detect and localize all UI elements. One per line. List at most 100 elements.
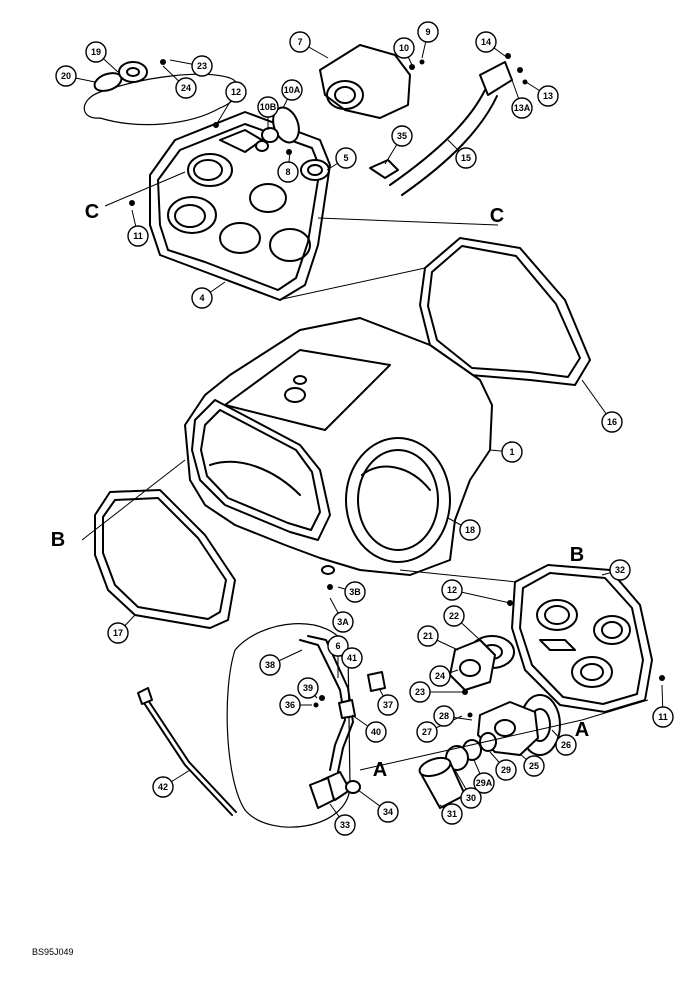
callout-circle <box>417 625 439 647</box>
callout-label: 36 <box>285 700 295 710</box>
callout-label: 13A <box>514 103 531 113</box>
callout-label: 32 <box>615 565 625 575</box>
callout-label: 29 <box>501 765 511 775</box>
callout-circle <box>127 225 149 247</box>
callout-label: 15 <box>461 153 471 163</box>
callout-label: 18 <box>465 525 475 535</box>
part-callout: 37 <box>377 694 399 716</box>
part-callout: 3A <box>332 611 354 633</box>
callout-label: 9 <box>425 27 430 37</box>
callout-circle <box>377 801 399 823</box>
callout-label: 12 <box>231 87 241 97</box>
part-callout: 3B <box>344 581 366 603</box>
callout-circle <box>259 654 281 676</box>
part-callout: 8 <box>277 161 299 183</box>
callout-circle <box>297 677 319 699</box>
callout-label: 1 <box>509 447 514 457</box>
callout-circle <box>537 85 559 107</box>
callout-circle <box>257 96 279 118</box>
callout-circle <box>152 776 174 798</box>
part-callout: 36 <box>279 694 301 716</box>
front-cover-assembly <box>83 44 528 301</box>
part-callout: 23 <box>409 681 431 703</box>
callout-label: 31 <box>447 809 457 819</box>
callout-circle <box>443 605 465 627</box>
callout-circle <box>175 77 197 99</box>
reference-letter: C <box>490 205 504 227</box>
part-callout: 19 <box>85 41 107 63</box>
part-callout: 24 <box>175 77 197 99</box>
part-callout: 15 <box>455 147 477 169</box>
part-callout: 6 <box>327 635 349 657</box>
part-callout: 17 <box>107 622 129 644</box>
figure-code: BS95J049 <box>32 947 74 957</box>
callout-label: 3B <box>349 587 361 597</box>
reference-letter: A <box>373 759 387 781</box>
callout-circle <box>416 721 438 743</box>
callout-circle <box>501 441 523 463</box>
callout-circle <box>459 519 481 541</box>
callout-circle <box>281 79 303 101</box>
callout-label: 8 <box>285 167 290 177</box>
callout-circle <box>409 681 431 703</box>
part-callout: 12 <box>441 579 463 601</box>
part-callout: 16 <box>601 411 623 433</box>
callout-circle <box>334 814 356 836</box>
callout-label: 10 <box>399 43 409 53</box>
callout-label: 23 <box>197 61 207 71</box>
callout-label: 26 <box>561 740 571 750</box>
part-callout: 42 <box>152 776 174 798</box>
callout-label: 28 <box>439 711 449 721</box>
part-callout: 10B <box>257 96 279 118</box>
callout-circle <box>55 65 77 87</box>
callout-circle <box>335 147 357 169</box>
callout-label: 27 <box>422 727 432 737</box>
callout-label: 11 <box>133 231 143 241</box>
part-callout: 12 <box>225 81 247 103</box>
callout-circle <box>473 772 495 794</box>
callout-label: 4 <box>199 293 204 303</box>
part-callout: 11 <box>127 225 149 247</box>
callout-circle <box>85 41 107 63</box>
callout-circle <box>191 55 213 77</box>
callout-circle <box>511 97 533 119</box>
part-callout: 9 <box>417 21 439 43</box>
callout-label: 16 <box>607 417 617 427</box>
part-callout: 25 <box>523 755 545 777</box>
callout-circle <box>429 665 451 687</box>
transmission-housing <box>184 317 493 576</box>
part-callout: 29 <box>495 759 517 781</box>
callout-label: 10B <box>260 102 277 112</box>
callout-label: 3A <box>337 617 349 627</box>
part-callout: 41 <box>341 647 363 669</box>
part-callout: 10A <box>281 79 303 101</box>
callout-label: 40 <box>371 727 381 737</box>
callout-circle <box>523 755 545 777</box>
callout-label: 11 <box>658 712 668 722</box>
callout-circle <box>191 287 213 309</box>
part-callout: 11 <box>652 706 674 728</box>
callout-label: 24 <box>435 671 445 681</box>
part-callout: 23 <box>191 55 213 77</box>
callout-label: 22 <box>449 611 459 621</box>
part-callout: 28 <box>433 705 455 727</box>
callout-label: 10A <box>284 85 301 95</box>
part-callout: 33 <box>334 814 356 836</box>
part-callout: 24 <box>429 665 451 687</box>
callout-label: 35 <box>397 131 407 141</box>
callout-circle <box>417 21 439 43</box>
part-callout: 39 <box>297 677 319 699</box>
callout-label: 6 <box>335 641 340 651</box>
callout-circle <box>332 611 354 633</box>
part-callout: 18 <box>459 519 481 541</box>
callout-circle <box>601 411 623 433</box>
part-callout: 13 <box>537 85 559 107</box>
callout-label: 39 <box>303 683 313 693</box>
callout-circle <box>495 759 517 781</box>
callout-circle <box>609 559 631 581</box>
callout-label: 12 <box>447 585 457 595</box>
callout-label: 21 <box>423 631 433 641</box>
part-callout: 30 <box>460 787 482 809</box>
callout-circle <box>279 694 301 716</box>
